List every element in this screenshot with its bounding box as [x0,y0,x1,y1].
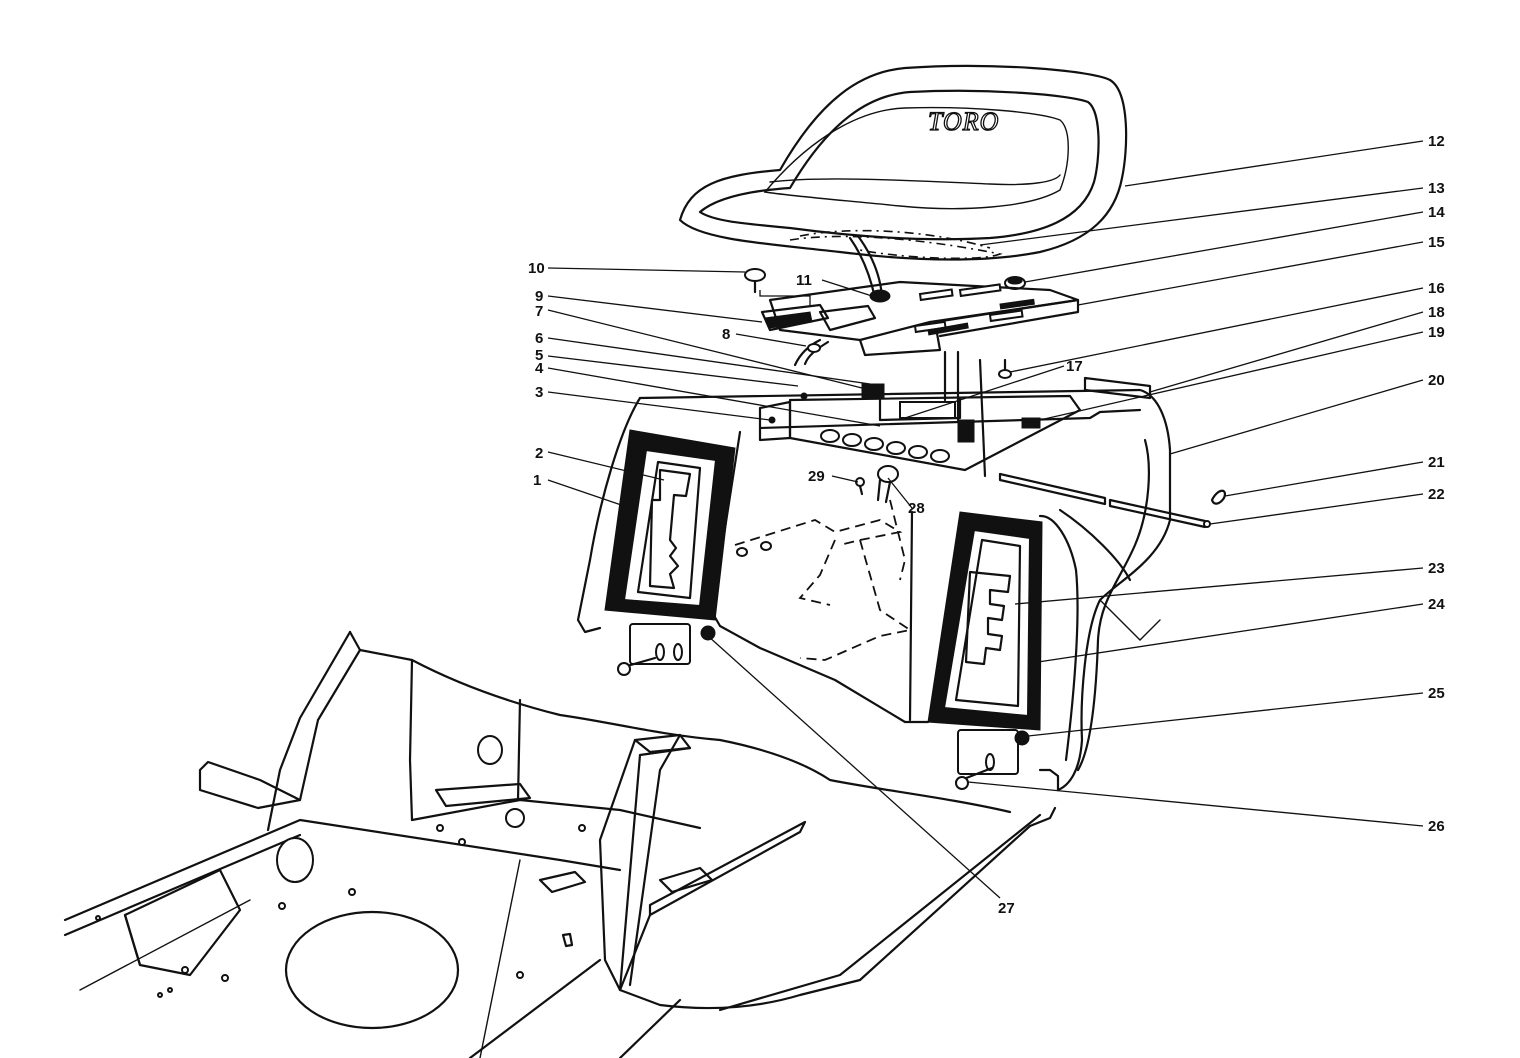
callout-21: 21 [1428,454,1445,471]
callout-20: 20 [1428,372,1445,389]
callout-28: 28 [908,500,925,517]
key-switch-28 [876,465,899,504]
shift-panel-right [927,511,1043,731]
callout-23: 23 [1428,560,1445,577]
callout-19: 19 [1428,324,1445,341]
clip-21 [1210,489,1226,505]
carriage-bolt-10 [744,268,766,294]
callout-11: 11 [796,272,812,289]
callout-10: 10 [528,260,545,277]
callout-3: 3 [535,384,543,401]
callout-16: 16 [1428,280,1445,297]
callout-5: 5 [535,347,543,364]
callout-22: 22 [1428,486,1445,503]
seat-knob [1004,276,1026,290]
callout-17: 17 [1066,358,1083,375]
grommet-8 [807,343,821,353]
seat-mounting-plate [768,280,1080,357]
screw-29 [855,477,865,496]
mount-bracket-left [617,623,716,676]
bushing-11 [869,289,891,303]
seat: TORO [678,64,1128,261]
callout-25: 25 [1428,685,1445,702]
tractor-frame [63,630,1057,1058]
bolt-16 [998,358,1012,379]
callout-15: 15 [1428,234,1445,251]
callout-4: 4 [535,360,544,377]
callout-13: 13 [1428,180,1445,197]
callout-27: 27 [998,900,1015,917]
callout-12: 12 [1428,133,1445,150]
callout-26: 26 [1428,818,1445,835]
shift-panel-left [604,429,736,621]
seat-switch [760,303,877,367]
mount-bracket-right [954,729,1030,790]
rear-fender-body [576,388,1172,792]
callout-7: 7 [535,303,543,320]
callout-24: 24 [1428,596,1445,613]
callout-8: 8 [722,326,730,343]
leader-lines [547,140,1424,899]
fuse-row [820,429,950,463]
callout-29: 29 [808,468,825,485]
callout-labels: 1 2 3 4 5 6 7 8 9 10 11 12 13 14 15 16 1… [528,133,1445,917]
callout-6: 6 [535,330,543,347]
callout-1: 1 [533,472,541,489]
brand-logo: TORO [928,107,999,136]
hidden-frame-outline [734,499,913,661]
pin-rod-22 [998,472,1211,529]
callout-2: 2 [535,445,543,462]
callout-18: 18 [1428,304,1445,321]
callout-9: 9 [535,288,543,305]
control-module-top [758,350,1152,478]
callout-14: 14 [1428,204,1445,221]
